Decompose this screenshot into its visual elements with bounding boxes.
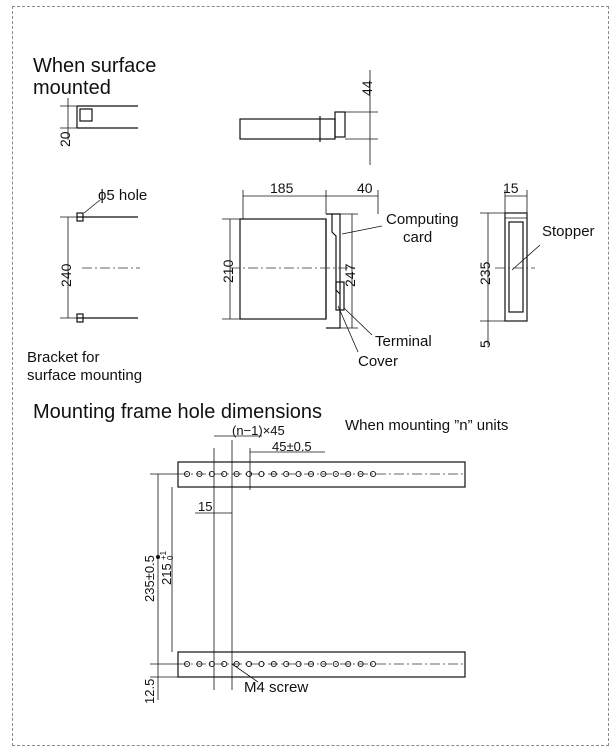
frame-hole	[196, 660, 203, 668]
dim-5: 5	[477, 340, 493, 348]
frame-holes-top	[183, 470, 377, 478]
frame-hole	[221, 470, 228, 478]
label-n-units: When mounting ”n” units	[345, 417, 509, 434]
dim-44: 44	[359, 80, 375, 96]
frame-hole	[196, 470, 203, 478]
frame-hole	[245, 470, 253, 478]
dim-240: 240	[58, 263, 74, 287]
frame-hole	[345, 470, 352, 478]
dim-235-tol: 235±0.5	[142, 555, 157, 602]
frame-hole	[320, 660, 327, 668]
frame-hole	[345, 660, 352, 668]
frame-holes-bottom	[183, 660, 377, 668]
section-title-mounting-frame: Mounting frame hole dimensions	[33, 401, 323, 423]
small-side-view-left	[60, 98, 138, 140]
frame-hole	[183, 660, 191, 668]
section-title-surface-line2: mounted	[33, 77, 111, 99]
frame-hole	[258, 470, 265, 478]
section-title-surface-line1: When surface	[33, 55, 157, 77]
drawing-frame	[12, 6, 609, 746]
dim-215-tolerance: +1 0	[159, 550, 176, 560]
frame-hole	[183, 470, 191, 478]
label-computing-line2: card	[403, 229, 433, 246]
right-side-view	[480, 190, 541, 345]
frame-hole	[307, 660, 315, 668]
top-side-view	[239, 70, 378, 165]
frame-hole	[270, 470, 277, 478]
dim-235: 235	[477, 261, 493, 285]
frame-hole	[332, 660, 339, 668]
dim-40: 40	[357, 180, 373, 196]
dim-pitch: 45±0.5	[272, 439, 312, 454]
label-hole: ϕ5 hole	[98, 187, 148, 204]
dim-215: 215	[159, 563, 174, 585]
frame-hole	[233, 660, 240, 668]
frame-hole	[283, 660, 290, 668]
dim-210: 210	[220, 259, 236, 283]
frame-hole	[208, 660, 215, 668]
label-bracket-line2: surface mounting	[27, 367, 143, 384]
frame-hole	[357, 660, 364, 668]
frame-hole	[295, 470, 302, 478]
frame-hole	[233, 470, 240, 478]
frame-hole	[320, 470, 327, 478]
dim-20: 20	[57, 131, 73, 147]
frame-hole	[357, 470, 364, 478]
frame-hole	[221, 660, 228, 668]
frame-hole	[332, 470, 339, 478]
frame-hole	[369, 470, 377, 478]
dim-15-side: 15	[503, 180, 519, 196]
label-cover: Cover	[358, 353, 399, 370]
label-terminal: Terminal	[375, 333, 432, 350]
frame-hole	[270, 660, 277, 668]
dim-12-5: 12.5	[142, 678, 157, 704]
frame-hole	[245, 660, 253, 668]
frame-hole	[307, 470, 315, 478]
frame-hole	[369, 660, 377, 668]
frame-hole	[283, 470, 290, 478]
dim-247: 247	[342, 263, 358, 287]
label-bracket-line1: Bracket for	[27, 349, 100, 366]
frame-hole	[295, 660, 302, 668]
dim-185: 185	[270, 180, 294, 196]
front-view	[222, 190, 383, 353]
label-stopper: Stopper	[542, 223, 595, 240]
bracket-view	[60, 199, 140, 323]
dim-pitch-n: (n−1)×45	[232, 423, 285, 438]
frame-hole	[208, 470, 215, 478]
label-m4-screw: M4 screw	[244, 679, 309, 696]
dim-15-frame: 15	[198, 499, 213, 514]
label-computing-line1: Computing	[386, 211, 459, 228]
frame-hole	[258, 660, 265, 668]
